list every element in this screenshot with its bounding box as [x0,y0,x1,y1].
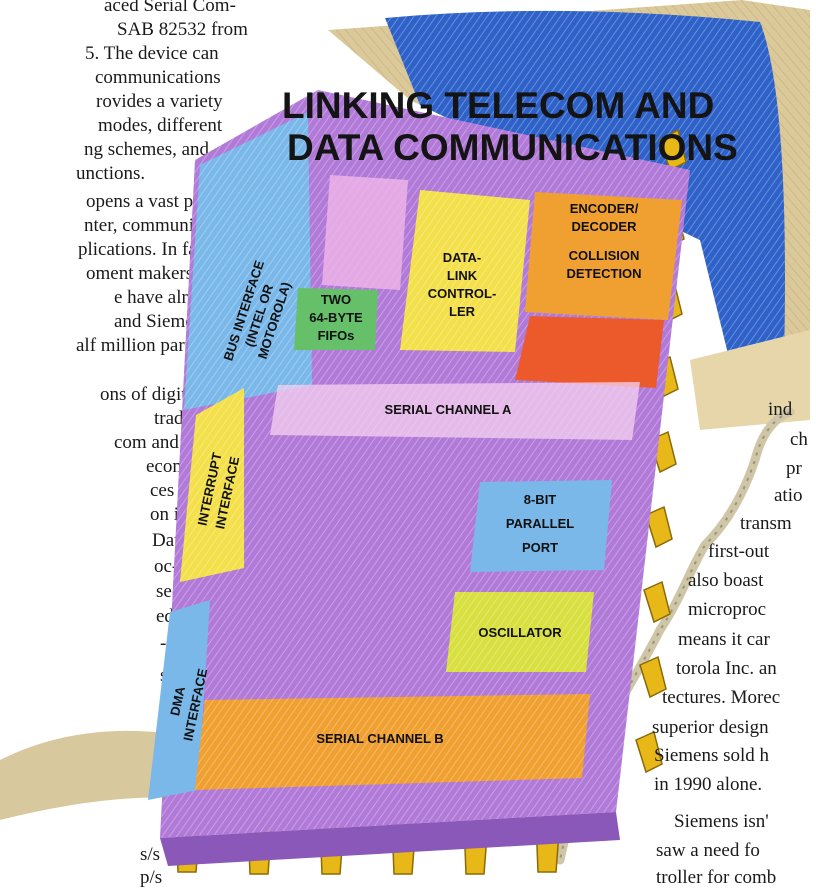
label-encoder: ENCODER/ DECODER COLLISION DETECTION [566,201,641,281]
body-text-line: - [160,633,167,654]
svg-text:DATA-: DATA- [443,250,482,265]
body-text-line: first-out [708,541,770,562]
block-dma [148,600,210,800]
body-text-line: also boast [688,570,764,591]
body-text-line: Siemens isn' [674,811,769,832]
label-parallel: 8-BIT PARALLEL PORT [506,492,574,555]
chip-edge [160,812,620,866]
body-text-line: ind [768,399,793,420]
svg-text:DETECTION: DETECTION [566,266,641,281]
svg-text:COLLISION: COLLISION [569,248,640,263]
body-text-line: superior design [652,717,769,738]
body-text-line: oc- [154,556,179,577]
svg-text:DECODER: DECODER [571,219,637,234]
block-bus-interface [184,112,312,410]
body-text-line: Siemens sold h [654,745,770,766]
svg-text:LER: LER [449,304,476,319]
svg-text:DMA: DMA [167,684,188,717]
monitor-base [690,330,810,430]
svg-text:LINK: LINK [447,268,478,283]
body-text-line: opens a vast po- [86,191,209,212]
label-data-link: DATA- LINK CONTROL- LER [428,250,497,319]
svg-text:ENCODER/: ENCODER/ [570,201,639,216]
label-serial-a: SERIAL CHANNEL A [385,402,512,417]
body-text-line: tectures. Morec [662,687,781,708]
body-text-line: in 1990 alone. [654,774,763,795]
label-serial-b: SERIAL CHANNEL B [316,731,443,746]
body-text-line: plications. In fact, [78,239,216,260]
label-oscillator: OSCILLATOR [478,625,562,640]
headline-line-1: LINKING TELECOM AND [282,85,714,126]
body-text-line: transm [740,513,792,534]
body-text-line: means it car [678,629,770,650]
body-text-line: ch [790,429,808,450]
body-text-line: aced Serial Com- [104,0,236,16]
block-encoder-extra [515,316,664,388]
svg-text:FIFOs: FIFOs [318,328,355,343]
body-text-line: saw a need fo [656,840,760,861]
body-text-line: oment makers in [86,263,213,284]
body-text-line: 5. The device can [85,43,219,64]
block-parallel [470,480,612,572]
svg-text:PORT: PORT [522,540,558,555]
block-pink [322,175,408,290]
label-fifos: TWO 64-BYTE FIFOs [309,292,363,343]
headline-line-2: DATA COMMUNICATIONS [287,127,738,168]
body-text-line: modes, different [98,115,223,136]
body-text-line: communications [95,67,221,88]
svg-text:PARALLEL: PARALLEL [506,516,574,531]
block-serial-b [195,694,590,790]
block-interrupt [180,388,244,582]
svg-text:8-BIT: 8-BIT [524,492,557,507]
body-text-line: nter, communica- [84,215,218,236]
body-text-line: torola Inc. an [676,658,777,679]
body-text-line: ng schemes, and [84,139,210,160]
body-text-line: SAB 82532 from [117,19,248,40]
body-text-line: microproc [688,599,767,620]
body-text-line: alf million parts [76,335,198,356]
body-text-line: unctions. [76,163,146,184]
block-oscillator [446,592,594,672]
phone-handset [0,730,200,820]
body-text-line: ons of digital [100,384,201,405]
block-serial-a [270,382,640,440]
block-data-link [400,190,530,352]
phone-cord-coils [559,411,791,861]
block-encoder [515,192,682,388]
monitor [328,0,810,430]
body-text-line: s/s [140,844,161,865]
body-text-line: pr [786,458,802,479]
block-fifos [294,288,378,350]
body-text-line: rovides a variety [96,91,223,112]
svg-text:TWO: TWO [321,292,351,307]
body-text-line: atio [774,485,803,506]
svg-text:64-BYTE: 64-BYTE [309,310,363,325]
svg-text:CONTROL-: CONTROL- [428,286,497,301]
body-text-line: troller for comb [656,867,777,888]
